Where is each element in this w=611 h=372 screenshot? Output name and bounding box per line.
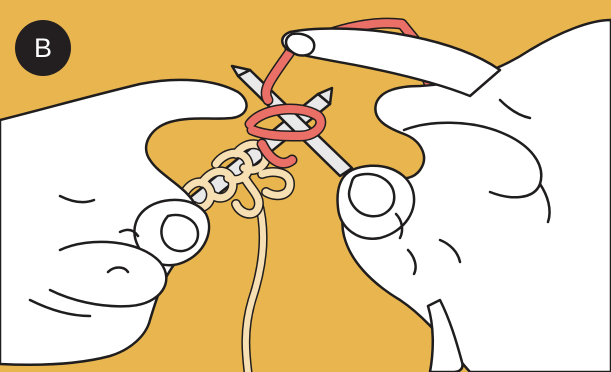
step-badge: B <box>15 20 71 76</box>
